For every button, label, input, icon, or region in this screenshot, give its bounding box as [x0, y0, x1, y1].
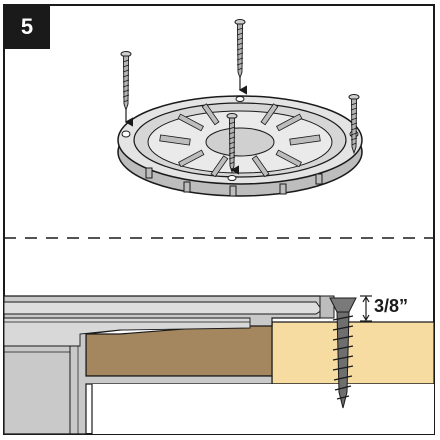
step-number-badge: 5 — [4, 5, 50, 49]
section-screw — [329, 297, 357, 409]
screw-top — [234, 19, 248, 95]
drain-flange — [117, 95, 363, 197]
screw-center — [226, 113, 240, 175]
screw-left — [120, 51, 134, 127]
cross-section — [3, 295, 435, 435]
subfloor-wood — [271, 321, 435, 385]
dimension-label: 3/8” — [374, 296, 409, 316]
dimension-marker — [360, 295, 372, 322]
